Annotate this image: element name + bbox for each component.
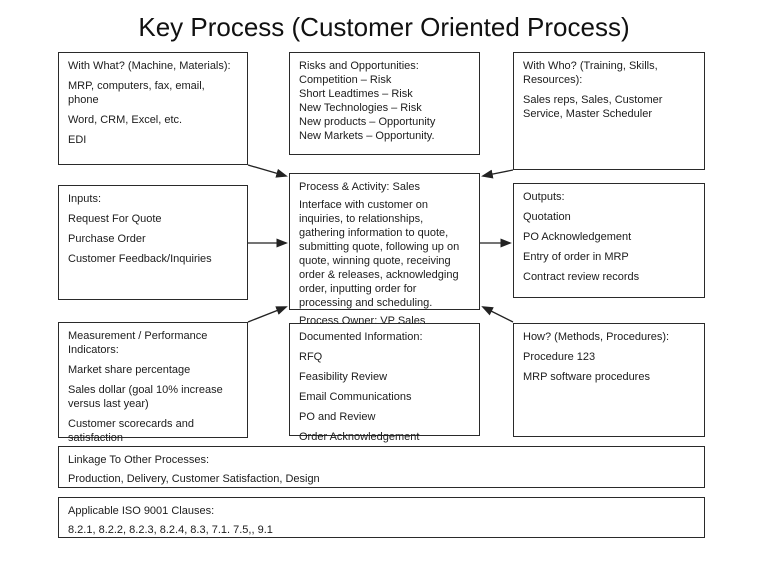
text-line: Inputs: <box>68 193 102 205</box>
text-line: Word, CRM, Excel, etc. <box>68 114 183 126</box>
text-line: Competition – Risk <box>299 74 392 86</box>
text-line: Linkage To Other Processes: <box>68 454 210 466</box>
text-line: How? (Methods, Procedures): <box>523 331 670 343</box>
text-line: Entry of order in MRP <box>523 251 629 263</box>
text-line: With Who? (Training, Skills, Resources): <box>523 60 658 86</box>
arrow-withwhat-to-process <box>247 164 288 178</box>
text-line: Outputs: <box>523 191 565 203</box>
text-line: Email Communications <box>299 391 412 403</box>
text-line: PO Acknowledgement <box>523 231 632 243</box>
text-line: Production, Delivery, Customer Satisfact… <box>68 473 320 485</box>
text-line: Request For Quote <box>68 213 162 225</box>
text-line: Risks and Opportunities: <box>299 60 419 72</box>
text-line: EDI <box>68 134 87 146</box>
arrow-withwho-to-process <box>481 169 514 179</box>
arrow-how-to-process <box>481 306 514 323</box>
box-risks-opportunities: Risks and Opportunities: Competition – Ri… <box>289 52 480 155</box>
box-linkage-processes: Linkage To Other Processes: Production, D… <box>58 446 705 488</box>
text-line: New Technologies – Risk <box>299 102 422 114</box>
text-line: New Markets – Opportunity. <box>299 130 435 142</box>
text-line: Process & Activity: Sales <box>299 181 421 193</box>
text-line: Customer Feedback/Inquiries <box>68 253 212 265</box>
box-with-who: With Who? (Training, Skills, Resources):… <box>513 52 705 170</box>
text-line: Sales dollar (goal 10% increase versus l… <box>68 384 223 410</box>
text-line: Customer scorecards and satisfaction <box>68 418 194 444</box>
text-line: RFQ <box>299 351 323 363</box>
text-line: Procedure 123 <box>523 351 596 363</box>
box-documented-information: Documented Information: RFQ Feasibility Re… <box>289 323 480 443</box>
text-line: Sales reps, Sales, Customer Service, Mas… <box>523 94 663 120</box>
text-line: 8.2.1, 8.2.2, 8.2.3, 8.2.4, 8.3, 7.1. 7.… <box>68 524 273 536</box>
box-how-methods: How? (Methods, Procedures): Procedure 123… <box>513 323 705 437</box>
text-line: Interface with customer on inquiries, to… <box>299 199 460 309</box>
box-measurement-indicators: Measurement / Performance Indicators: Mar… <box>58 322 248 444</box>
text-line: Quotation <box>523 211 571 223</box>
text-line: Applicable ISO 9001 Clauses: <box>68 505 215 517</box>
text-line: Feasibility Review <box>299 371 388 383</box>
box-with-what: With What? (Machine, Materials): MRP, com… <box>58 52 248 165</box>
text-line: Measurement / Performance Indicators: <box>68 330 208 356</box>
box-iso-clauses: Applicable ISO 9001 Clauses: 8.2.1, 8.2.2… <box>58 497 705 538</box>
text-line: Order Acknowledgement <box>299 431 420 443</box>
text-line: MRP software procedures <box>523 371 650 383</box>
text-line: With What? (Machine, Materials): <box>68 60 231 72</box>
arrow-measurement-to-process <box>247 306 288 323</box>
text-line: Short Leadtimes – Risk <box>299 88 413 100</box>
page-title: Key Process (Customer Oriented Process) <box>138 12 630 42</box>
text-line: Documented Information: <box>299 331 423 343</box>
text-line: New products – Opportunity <box>299 116 436 128</box>
text-line: MRP, computers, fax, email, phone <box>68 80 205 106</box>
text-line: Purchase Order <box>68 233 146 245</box>
text-line: PO and Review <box>299 411 376 423</box>
text-line: Market share percentage <box>68 364 191 376</box>
text-line: Contract review records <box>523 271 640 283</box>
